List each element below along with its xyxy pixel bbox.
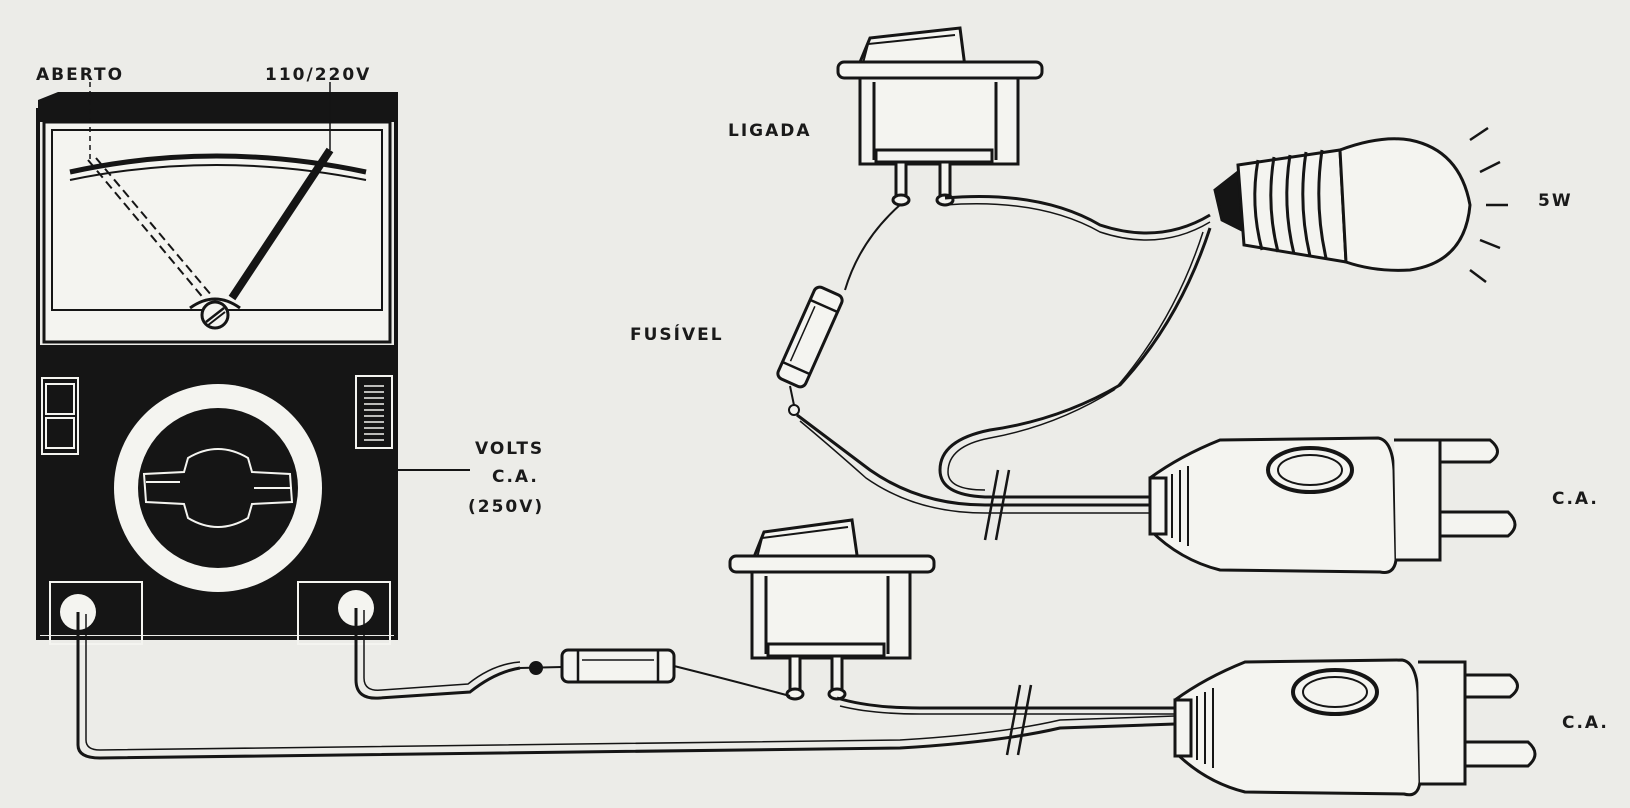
label-voltage-range: 110/220V xyxy=(265,65,371,85)
label-volts-ca: C.A. xyxy=(492,467,539,487)
jack-frame-right xyxy=(297,581,391,645)
wiring-bottom xyxy=(76,608,1176,760)
label-fusivel: FUSÍVEL xyxy=(630,323,724,345)
light-rays xyxy=(1469,126,1508,283)
multimeter xyxy=(36,82,470,645)
rocker-switch-top xyxy=(836,26,1044,207)
adjust-slider-right xyxy=(355,375,393,449)
lamp-bulb-icon xyxy=(1213,137,1472,272)
meter-top-band xyxy=(38,92,398,122)
power-plug-top-icon xyxy=(1148,436,1517,574)
jack-frame-left xyxy=(49,581,143,645)
fuse-bottom xyxy=(560,648,676,684)
label-volts-250v: (250V) xyxy=(468,497,544,517)
label-lamp-power: 5W xyxy=(1538,191,1573,211)
meter-scale-arc xyxy=(69,153,367,175)
rocker-switch-bottom xyxy=(728,518,936,701)
wiring-top xyxy=(788,195,1212,541)
needle-open-dashed xyxy=(87,159,206,301)
needle-open-dashed-2 xyxy=(95,157,213,297)
range-switch-left xyxy=(41,377,79,455)
meter-body xyxy=(36,108,398,640)
selector-knob xyxy=(138,408,298,568)
label-volts: VOLTS xyxy=(475,439,544,459)
label-ligada: LIGADA xyxy=(728,121,812,141)
selector-pointer xyxy=(142,448,294,528)
needle-active xyxy=(228,147,334,301)
label-ca-bottom: C.A. xyxy=(1562,713,1609,733)
label-ca-top: C.A. xyxy=(1552,489,1599,509)
power-plug-bottom-icon xyxy=(1173,658,1537,797)
label-aberto: ABERTO xyxy=(36,65,124,85)
fuse-top xyxy=(776,285,844,389)
